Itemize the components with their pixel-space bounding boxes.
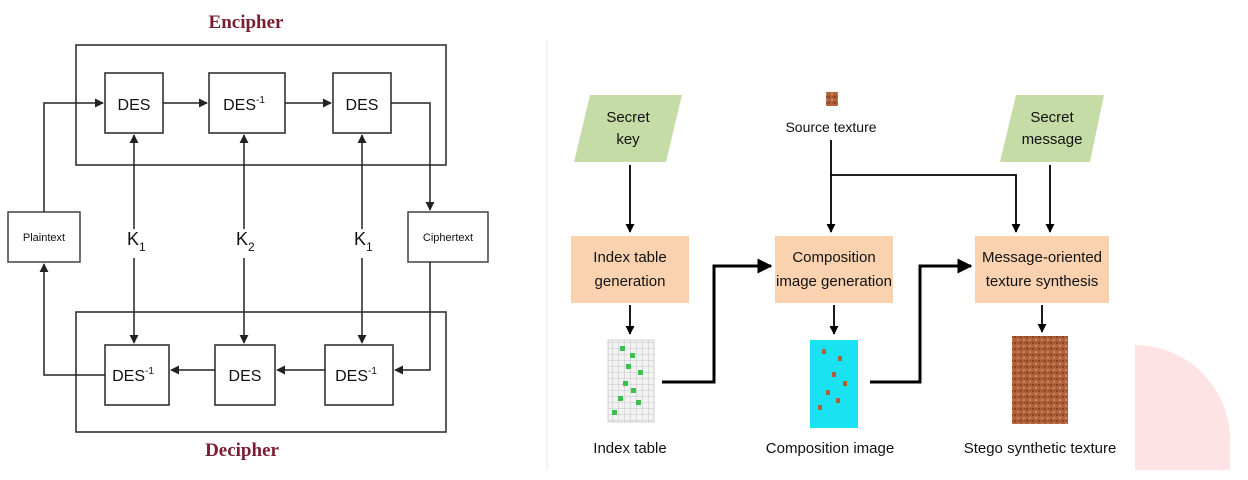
key-k1-right: K1 [354,229,373,254]
stego-texture-label: Stego synthetic texture [964,440,1117,457]
dec-des-sup-1: -1 [145,366,154,377]
composition-image-label: Composition image [766,440,894,457]
process-message-oriented-texture-synthesis: Message-oriented texture synthesis [975,236,1109,303]
dec-des-box-3: DES-1 [324,344,394,406]
svg-text:K2: K2 [236,229,255,254]
ciphertext-label: Ciphertext [423,232,473,244]
decipher-title: Decipher [205,440,279,461]
enc-des-sup-2: -1 [256,95,265,106]
svg-text:DES: DES [229,368,262,385]
dec-des-box-1: DES-1 [104,344,170,406]
svg-text:texture synthesis: texture synthesis [986,273,1099,290]
enc-des-box-3: DES [332,72,392,134]
triple-des-diagram: Encipher DES DES-1 DES DES-1 DES DES-1 [7,12,489,461]
secret-key-line-2: key [616,131,640,148]
key-k2: K2 [236,229,255,254]
enc-des-box-2: DES-1 [208,72,286,134]
svg-text:DES-1: DES-1 [335,366,377,385]
process-index-table-generation: Index table generation [571,236,689,303]
index-table-image [607,339,655,423]
svg-text:DES: DES [118,97,151,114]
enc-des-label-1: DES [118,97,151,114]
watermark-shape [1135,345,1230,470]
stego-diagram: Secret key Source texture Secret message… [571,92,1116,457]
secret-key-line-1: Secret [606,109,650,126]
dec-des-box-2: DES [214,344,276,406]
enc-des-box-1: DES [104,72,164,134]
encipher-frame [75,44,447,166]
dec-des-label-3: DES [335,368,368,385]
svg-text:DES-1: DES-1 [223,95,265,114]
svg-text:Message-oriented: Message-oriented [982,249,1102,266]
svg-text:image generation: image generation [776,273,892,290]
key-k1-left: K1 [127,229,146,254]
svg-text:Composition: Composition [792,249,875,266]
source-texture-swatch [826,92,838,106]
enc-des-label-3: DES [346,97,379,114]
ciphertext-box: Ciphertext [407,211,489,263]
secret-message-input: Secret message [1000,95,1104,162]
stego-texture-image [1012,336,1068,424]
secret-message-line-2: message [1022,131,1083,148]
svg-text:generation: generation [595,273,666,290]
source-texture: Source texture [785,92,877,135]
dec-des-sup-3: -1 [368,366,377,377]
dec-des-label-2: DES [229,368,262,385]
svg-text:DES: DES [346,97,379,114]
plaintext-label: Plaintext [23,232,65,244]
plaintext-box: Plaintext [7,211,81,263]
encipher-title: Encipher [209,12,285,33]
svg-text:K1: K1 [354,229,373,254]
tripledes-arrows [39,98,435,376]
process-composition-image-generation: Composition image generation [775,236,893,303]
secret-message-line-1: Secret [1030,109,1074,126]
dec-des-label-1: DES [112,368,145,385]
decipher-frame [75,311,447,433]
svg-text:K1: K1 [127,229,146,254]
stego-arrows [625,140,1055,384]
index-table-label: Index table [593,440,666,457]
svg-text:DES-1: DES-1 [112,366,154,385]
source-texture-label: Source texture [785,119,876,135]
svg-text:Index table: Index table [593,249,666,266]
composition-image [810,340,858,428]
enc-des-label-2: DES [223,97,256,114]
secret-key-input: Secret key [574,95,682,162]
